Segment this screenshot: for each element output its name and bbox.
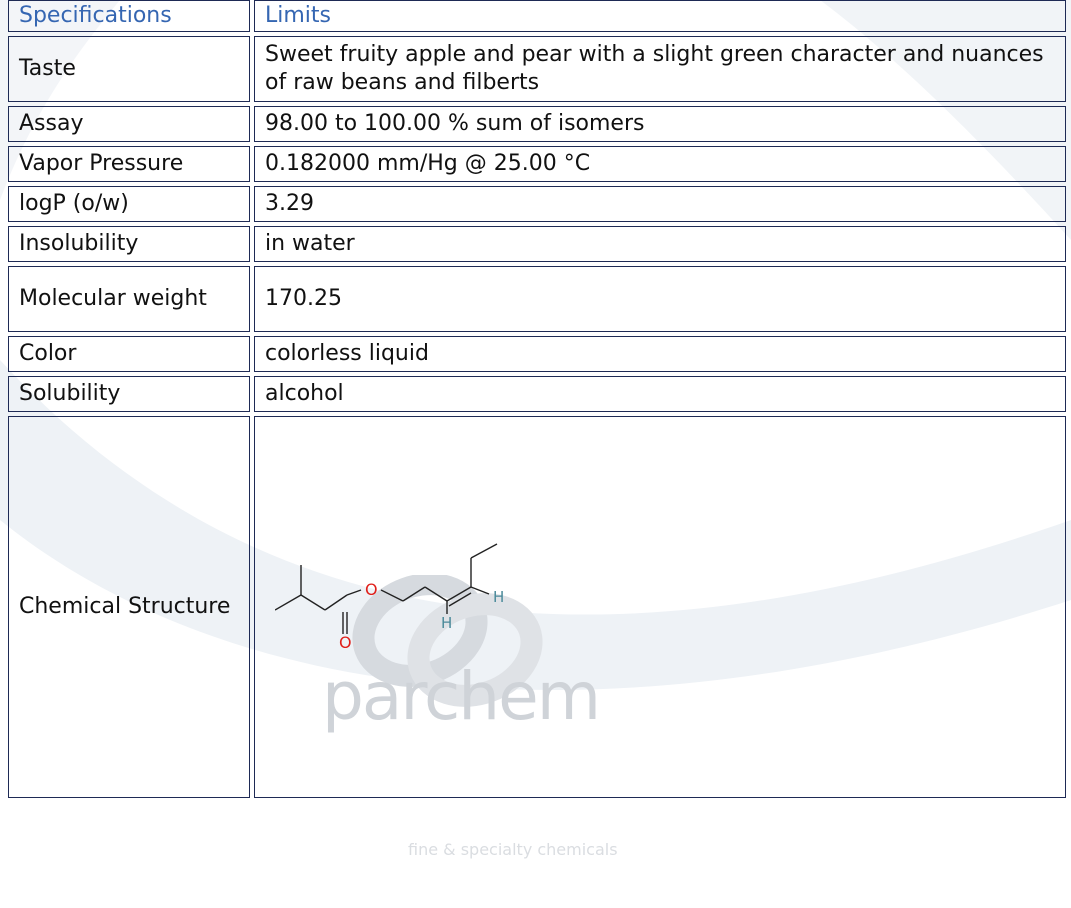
watermark-brand: parchem — [322, 658, 601, 735]
table-row: Color colorless liquid — [8, 336, 1066, 372]
row-label: Insolubility — [8, 226, 250, 262]
row-label: logP (o/w) — [8, 186, 250, 222]
table-row: Vapor Pressure 0.182000 mm/Hg @ 25.00 °C — [8, 146, 1066, 182]
row-label: Assay — [8, 106, 250, 142]
atom-h-right: H — [493, 588, 504, 606]
row-label: Taste — [8, 36, 250, 102]
watermark-tagline: fine & specialty chemicals — [408, 840, 618, 859]
table-row: Chemical Structure — [8, 416, 1066, 798]
row-label: Vapor Pressure — [8, 146, 250, 182]
row-value: 170.25 — [254, 266, 1066, 332]
row-value: colorless liquid — [254, 336, 1066, 372]
row-value: in water — [254, 226, 1066, 262]
chemical-structure-cell: O O H H — [254, 416, 1066, 798]
row-value: 3.29 — [254, 186, 1066, 222]
table-row: logP (o/w) 3.29 — [8, 186, 1066, 222]
chemical-structure-diagram: O O H H — [275, 543, 504, 652]
parchem-logo-rings — [352, 575, 543, 707]
table-row: Assay 98.00 to 100.00 % sum of isomers — [8, 106, 1066, 142]
row-value: 0.182000 mm/Hg @ 25.00 °C — [254, 146, 1066, 182]
specifications-table: Specifications Limits Taste Sweet fruity… — [4, 0, 1070, 802]
row-label: Chemical Structure — [8, 416, 250, 798]
header-specifications: Specifications — [8, 0, 250, 32]
row-value: Sweet fruity apple and pear with a sligh… — [254, 36, 1066, 102]
table-row: Solubility alcohol — [8, 376, 1066, 412]
atom-o-ether: O — [365, 580, 378, 599]
header-limits: Limits — [254, 0, 1066, 32]
atom-o-carbonyl: O — [339, 633, 352, 652]
row-value: 98.00 to 100.00 % sum of isomers — [254, 106, 1066, 142]
row-label: Molecular weight — [8, 266, 250, 332]
table-row: Insolubility in water — [8, 226, 1066, 262]
atom-h-bottom: H — [441, 614, 452, 632]
row-label: Solubility — [8, 376, 250, 412]
row-label: Color — [8, 336, 250, 372]
row-value: alcohol — [254, 376, 1066, 412]
table-header-row: Specifications Limits — [8, 0, 1066, 32]
table-row: Molecular weight 170.25 — [8, 266, 1066, 332]
table-row: Taste Sweet fruity apple and pear with a… — [8, 36, 1066, 102]
